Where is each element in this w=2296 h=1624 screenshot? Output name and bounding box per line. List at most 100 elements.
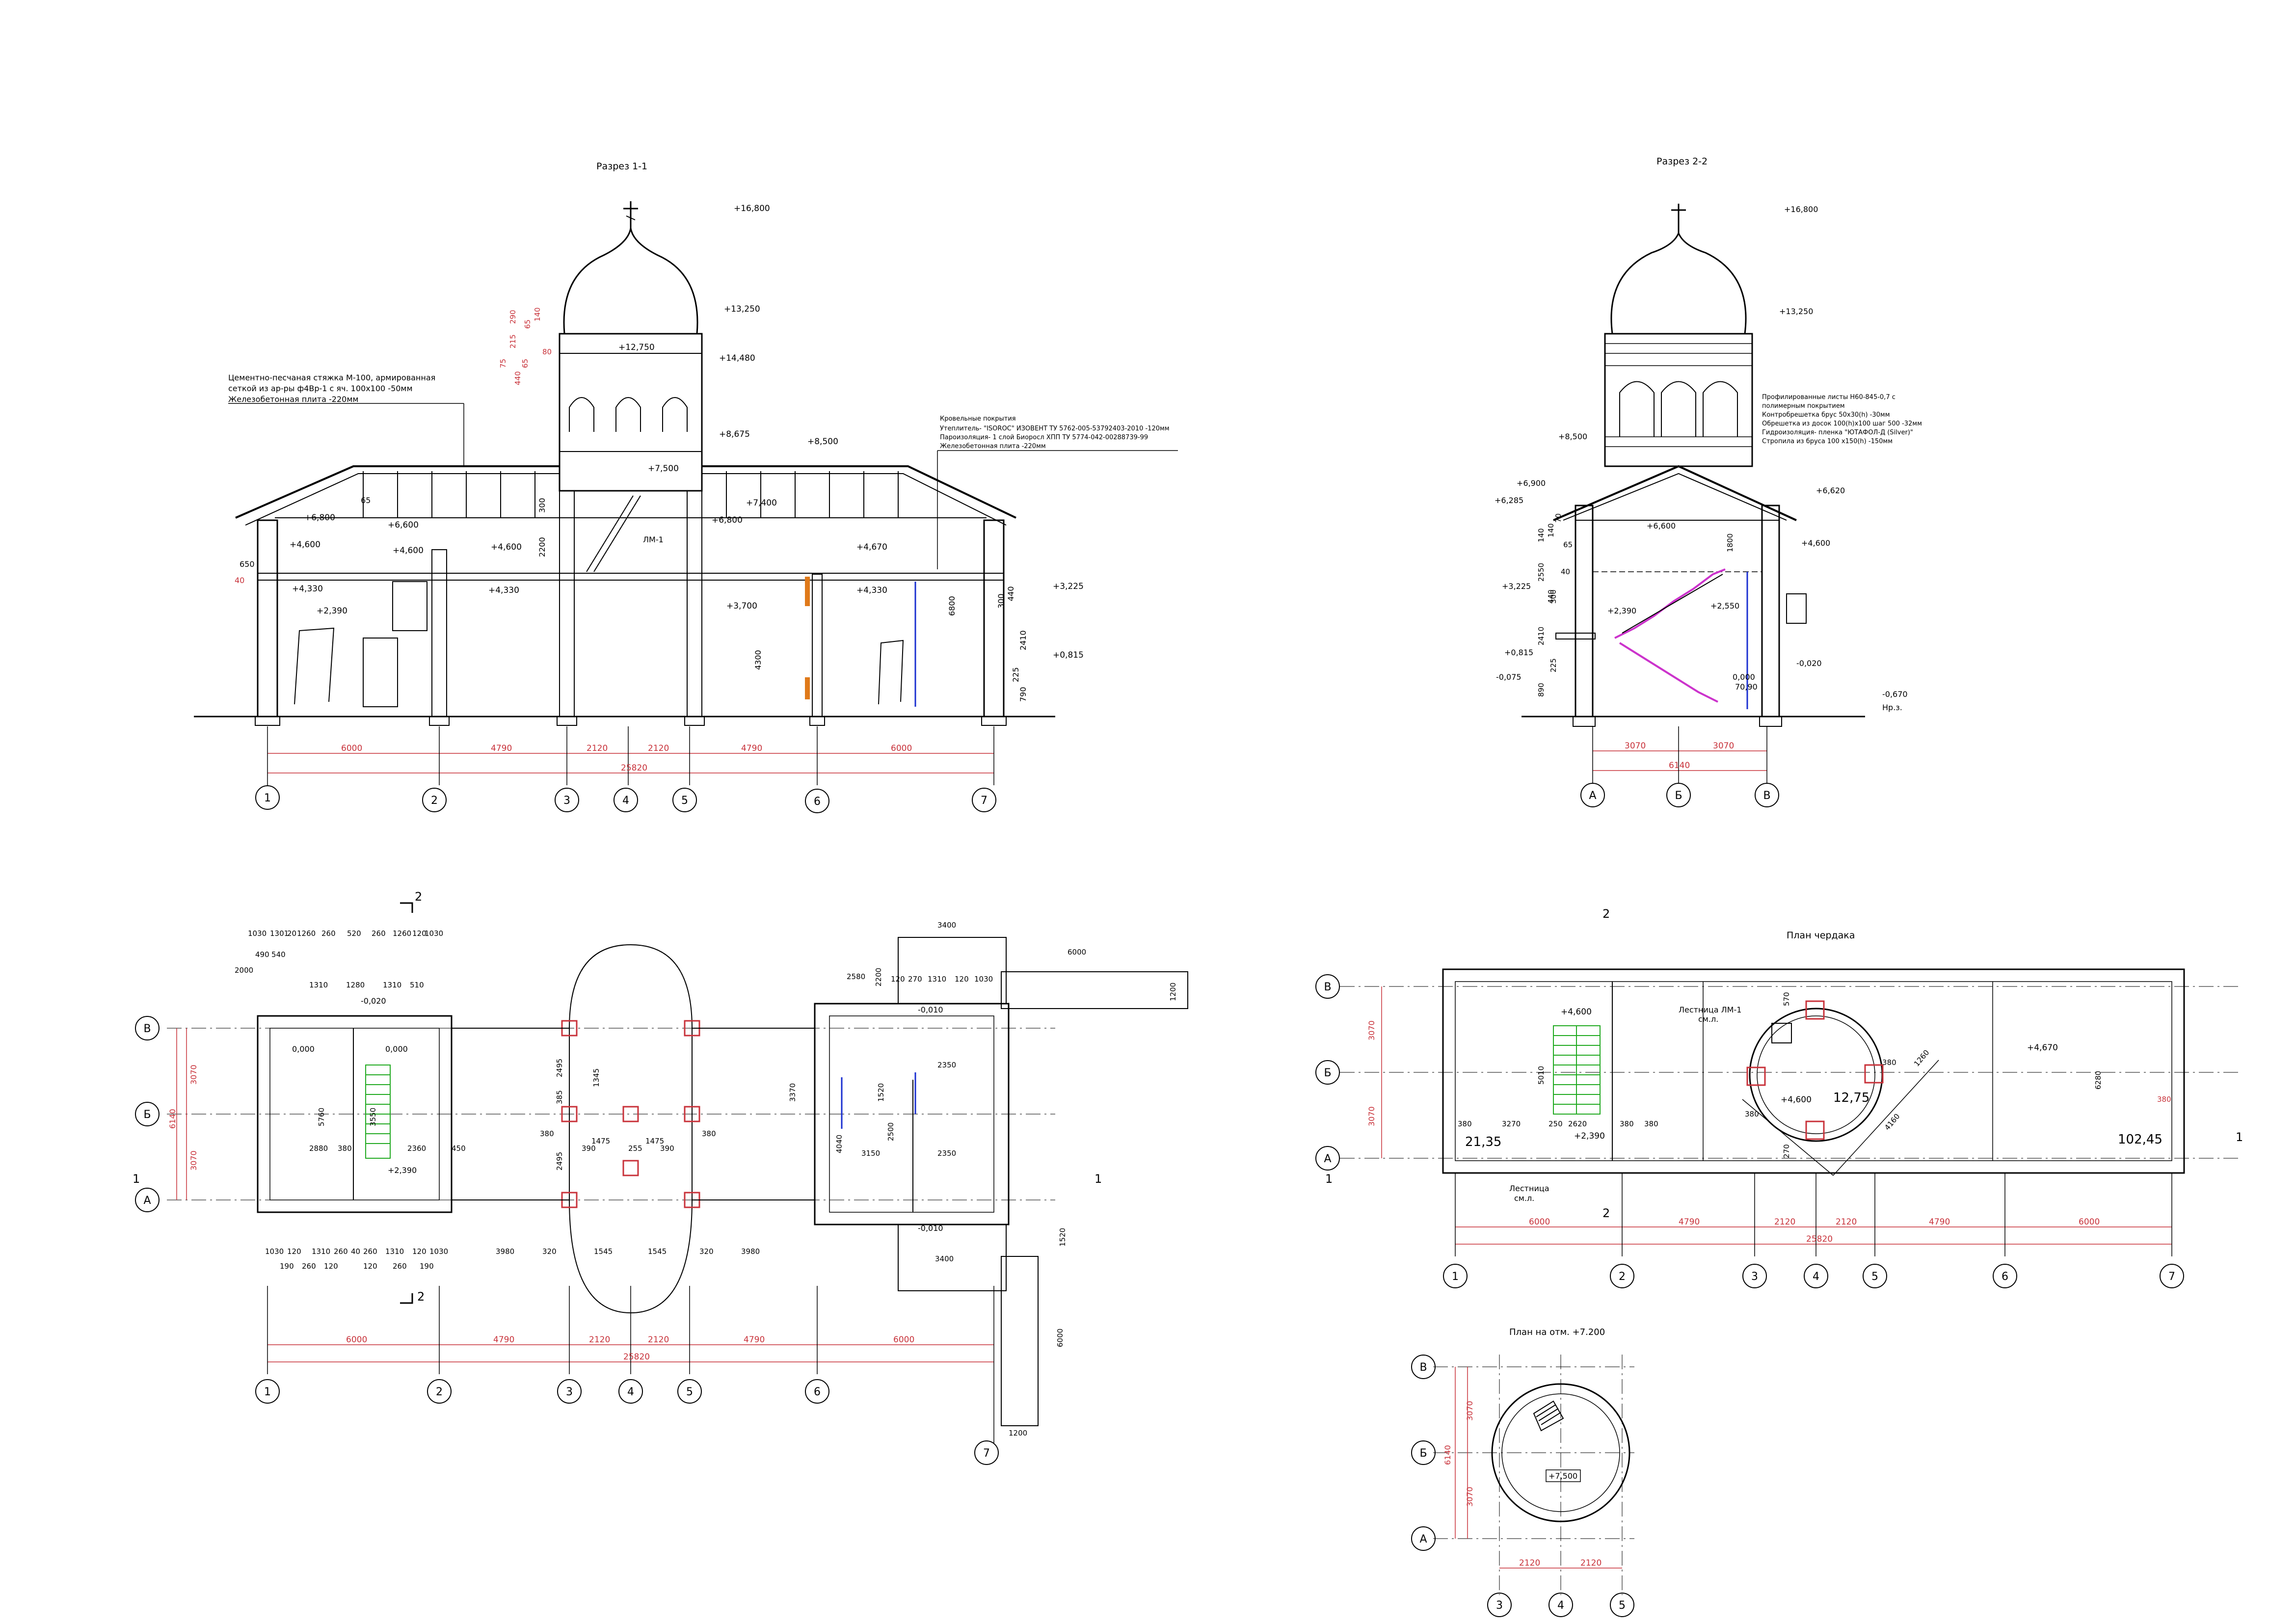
dim: 540 (271, 950, 286, 959)
mark-box: 70,90 (1735, 682, 1758, 692)
room-area: 102,45 (2118, 1132, 2163, 1147)
note-line: Профилированные листы Н60-845-0,7 с (1762, 394, 1896, 401)
level-mark: +7,500 (648, 464, 679, 474)
level-mark: +2,390 (388, 1166, 417, 1175)
section-1-1-title: Разрез 1-1 (596, 161, 647, 172)
floor-plan: 0,000 0,000 -0,020 +2,390 -0,010 -0,010 … (133, 890, 1188, 1465)
axis-label: А (143, 1195, 151, 1207)
section-2-2-title: Разрез 2-2 (1656, 156, 1708, 167)
level-mark: -0,010 (918, 1224, 943, 1233)
attic-plan: План чердака +4,600 +4 (1315, 907, 2243, 1288)
stair-label: Лестница (1509, 1184, 1549, 1193)
dim-left-total: 6140 (1443, 1445, 1452, 1465)
level-mark: +3,225 (1502, 582, 1531, 591)
axis-label: 6 (814, 796, 821, 808)
level-mark: +16,800 (1784, 205, 1818, 214)
dim: 2200 (874, 968, 883, 986)
note-line: Контробрешетка брус 50х30(h) -30мм (1762, 411, 1890, 419)
level-mark: +4,600 (1781, 1095, 1812, 1105)
room-area: 12,75 (1833, 1091, 1869, 1105)
cut-label: 2 (1602, 907, 1610, 921)
axis-label: 3 (566, 1386, 573, 1398)
axis-label: Б (1419, 1447, 1427, 1460)
dim: 380 (702, 1129, 716, 1138)
level-mark: +6,900 (1517, 479, 1546, 488)
level-mark: 0,000 (292, 1044, 315, 1054)
note-left-line: Цементно-песчаная стяжка М-100, армирова… (228, 373, 435, 382)
dim: 1310 (383, 981, 401, 989)
axis-label: 3 (1751, 1271, 1758, 1283)
cut-label: 1 (2236, 1130, 2243, 1144)
vertical-dim: 440 (1547, 589, 1555, 604)
dim: 6280 (2094, 1071, 2103, 1090)
axis-label: 1 (1452, 1271, 1459, 1283)
level-mark: +14,480 (719, 353, 755, 363)
level-mark: +6,800 (304, 513, 335, 523)
level-mark: +2,390 (317, 606, 347, 616)
axis-label: 2 (436, 1386, 443, 1398)
dim: 190 (420, 1262, 434, 1271)
dim-chain-item: 2120 (1774, 1217, 1795, 1227)
dim: 1280 (346, 981, 365, 989)
vertical-dim: 140 (1537, 528, 1546, 542)
dim: 1520 (1058, 1228, 1067, 1247)
stair-label: см.л. (1514, 1194, 1534, 1203)
vertical-dim: 65 (361, 496, 371, 505)
note-left-line: Железобетонная плита -220мм (228, 395, 358, 404)
axis-label: 7 (2168, 1271, 2175, 1283)
level-mark: +6,600 (1647, 521, 1676, 531)
dim-chain-item: 2120 (648, 744, 669, 753)
level-mark: +2,390 (1607, 606, 1636, 615)
dim: 260 (334, 1247, 348, 1256)
dim: 1260 (297, 929, 316, 938)
dim: 2500 (886, 1122, 895, 1141)
dim: 570 (1782, 992, 1791, 1006)
level-mark: +3,700 (726, 601, 757, 611)
level-mark: +2,550 (1710, 601, 1739, 611)
dim: 250 (1548, 1119, 1563, 1128)
dim: 1310 (309, 981, 328, 989)
level-mark: -0,075 (1496, 672, 1522, 682)
dim: 380 (1644, 1119, 1658, 1128)
dim: 380 (1620, 1119, 1634, 1128)
dim: 1030 (429, 1247, 448, 1256)
level-mark: +12,750 (618, 343, 655, 352)
dim: 1345 (592, 1068, 601, 1087)
axis-label: В (1419, 1361, 1427, 1374)
dim: 1260 (1912, 1048, 1931, 1068)
dim: 1475 (591, 1137, 610, 1145)
stair-label: см.л. (1698, 1014, 1718, 1024)
dim-chain-item: 4790 (744, 1335, 765, 1345)
vertical-dim: 225 (1549, 658, 1558, 672)
dim-chain-item: 6000 (893, 1335, 914, 1345)
level-mark: +4,600 (393, 546, 424, 556)
stair-label: ЛМ-1 (643, 535, 664, 544)
dim-chain-item: 6000 (2079, 1217, 2100, 1227)
dim-left: 3070 (189, 1065, 198, 1085)
dim: 260 (302, 1262, 316, 1271)
room-area: 21,35 (1465, 1135, 1501, 1149)
dim: 450 (452, 1144, 466, 1153)
note-line: Стропила из бруса 100 х150(h) -150мм (1762, 438, 1893, 445)
level-mark: +4,330 (488, 586, 519, 595)
axis-label: 2 (431, 795, 438, 807)
dim-chain-item: 2120 (587, 744, 608, 753)
belfry-dim: 80 (542, 347, 552, 356)
dim: 510 (410, 981, 424, 989)
dim-left: 3070 (189, 1150, 198, 1171)
dim: 40 (351, 1247, 360, 1256)
dim: 1200 (1009, 1429, 1027, 1438)
vertical-dim: 4300 (753, 650, 763, 670)
axis-label: 1 (264, 1386, 271, 1398)
level-mark: +8,675 (719, 429, 750, 439)
plan-7200: План на отм. +7.200 +7,500 3070 3070 614… (1411, 1327, 1634, 1617)
cut-label: 1 (133, 1172, 140, 1186)
dim: 380 (1745, 1110, 1759, 1118)
dim: 3270 (1502, 1119, 1521, 1128)
vertical-dim: 890 (1537, 683, 1546, 697)
dim: 1475 (645, 1137, 664, 1145)
cut-label: 2 (415, 890, 422, 904)
attic-plan-title: План чердака (1787, 930, 1855, 941)
axis-label: А (1419, 1533, 1427, 1545)
level-mark: +7,400 (746, 498, 777, 508)
